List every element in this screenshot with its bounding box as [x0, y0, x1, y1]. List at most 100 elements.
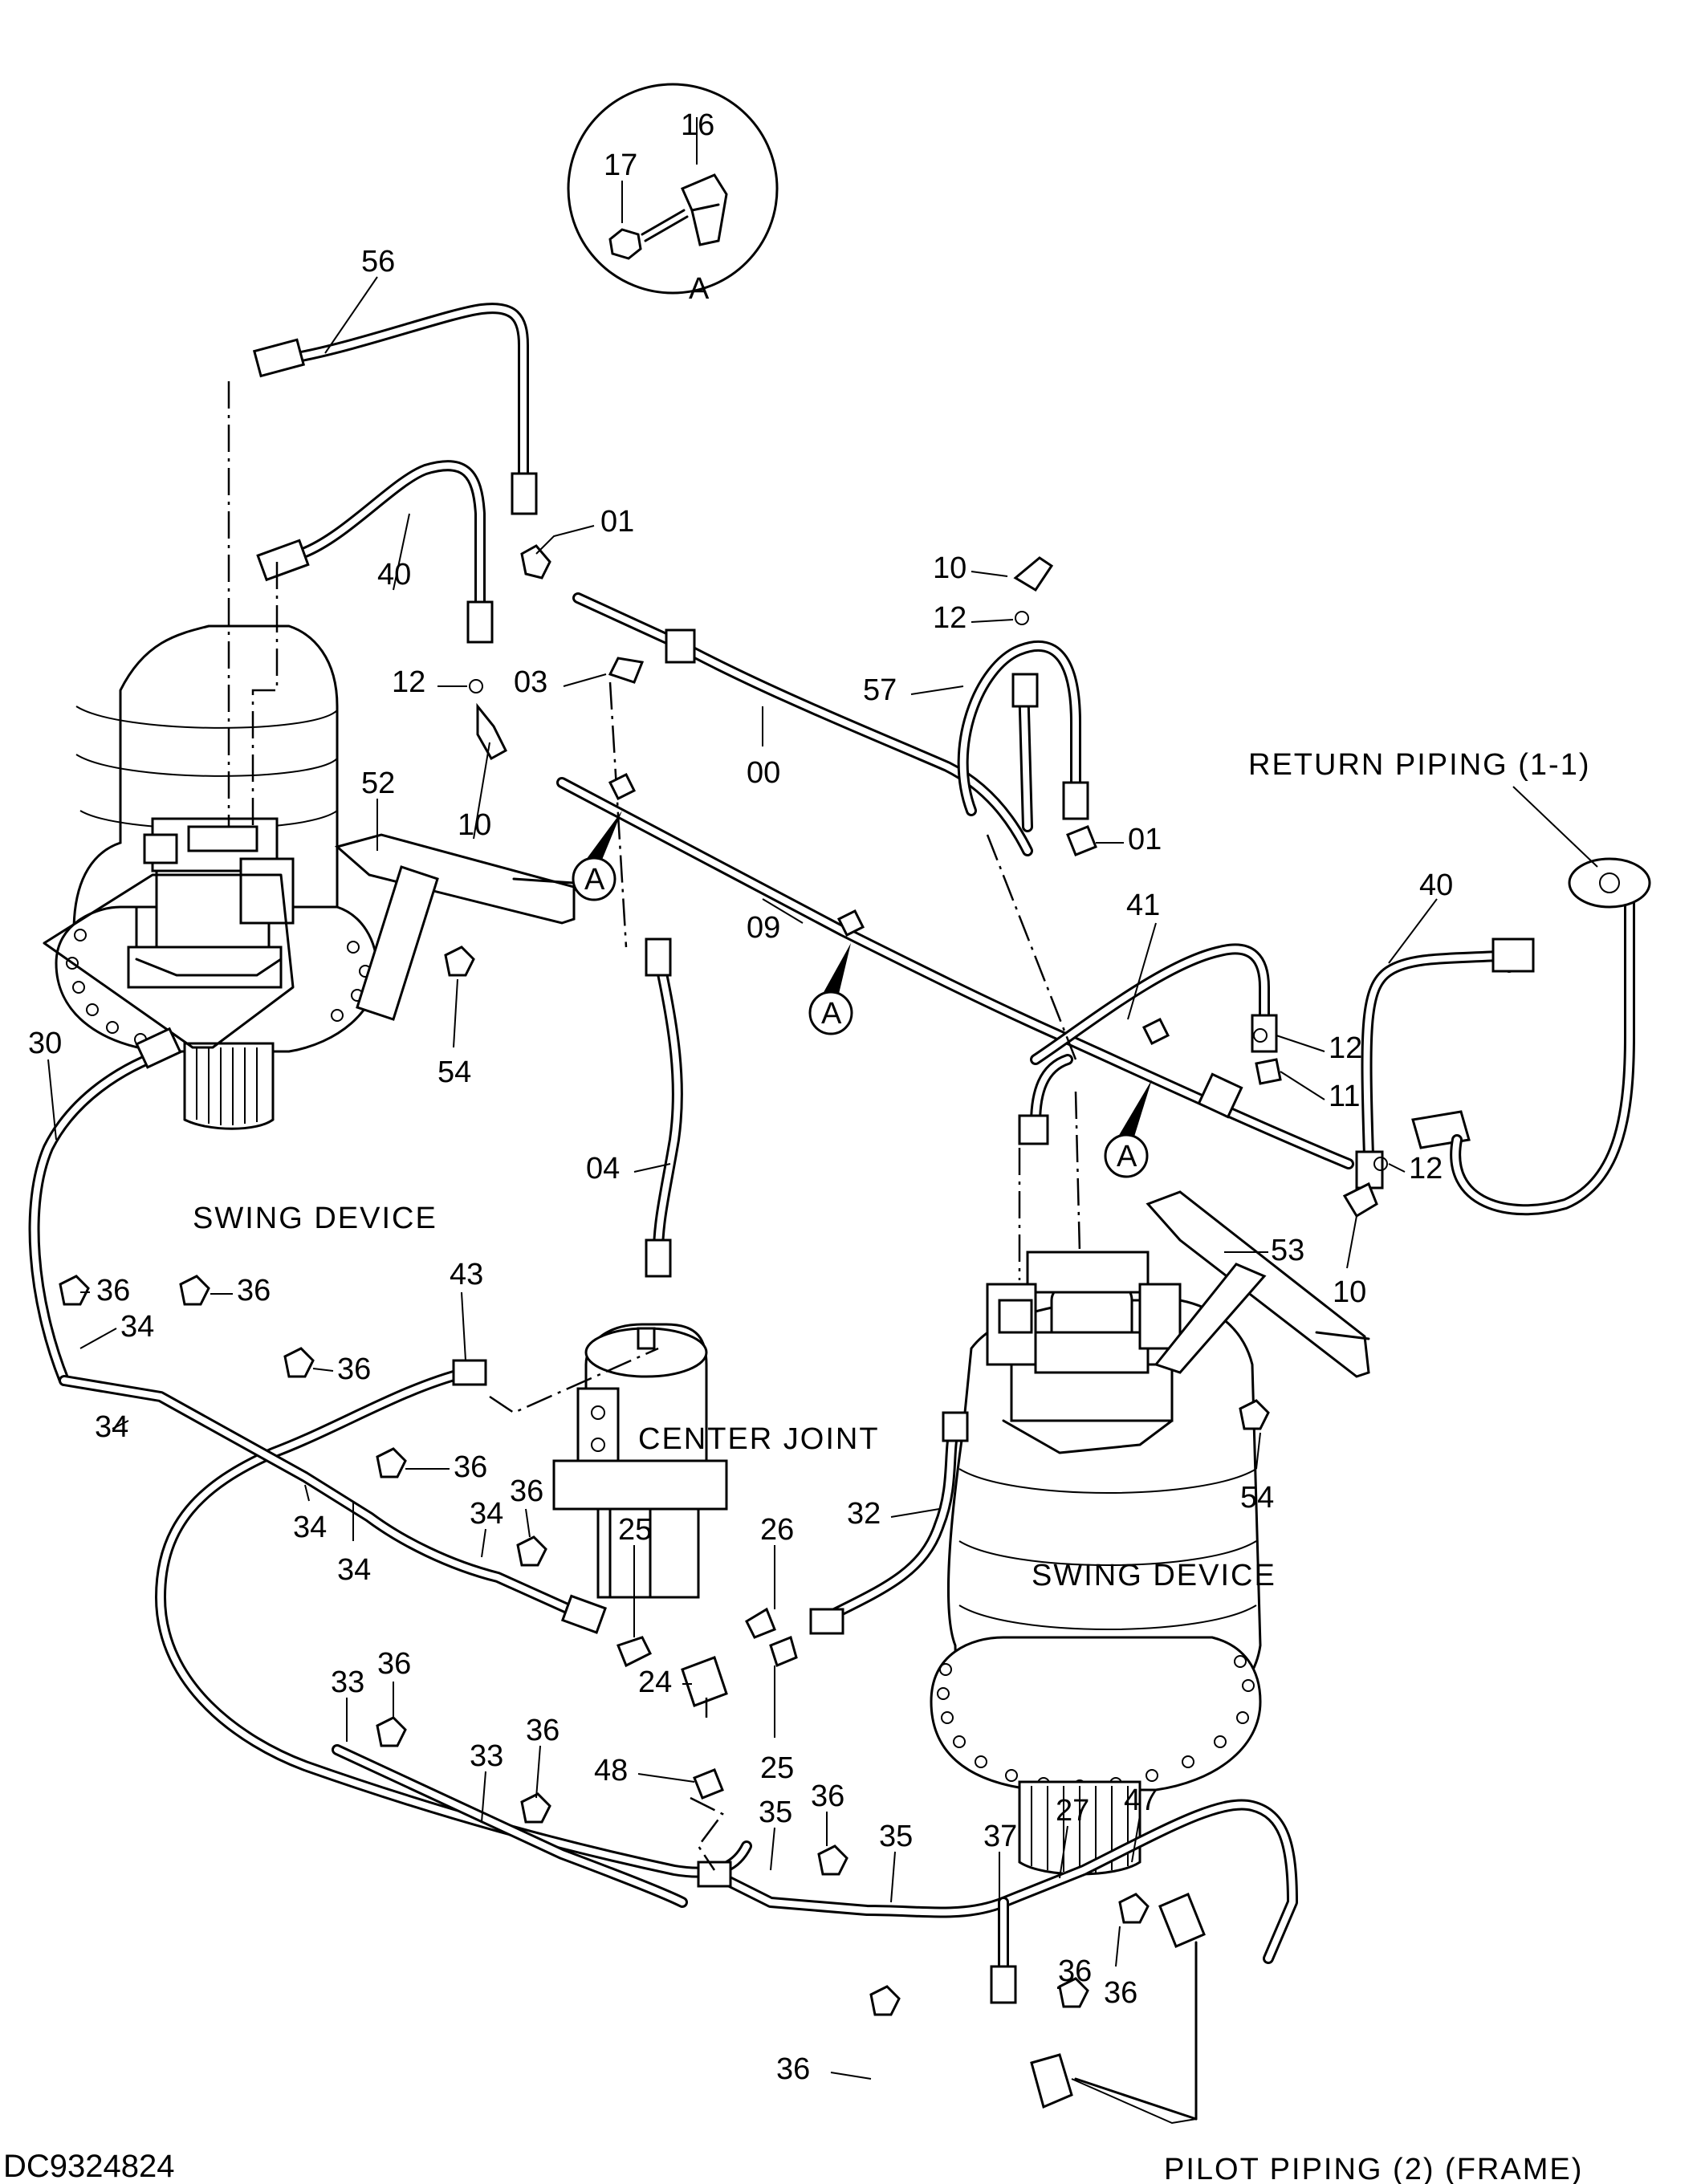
leader-line — [1059, 1825, 1068, 1879]
part-label: 36 — [1104, 1976, 1137, 2010]
detail-a-inset — [567, 83, 779, 295]
return-piping-leader — [1512, 786, 1598, 868]
part-label: 48 — [594, 1754, 628, 1787]
part-label: 36 — [237, 1274, 271, 1308]
caption-swing-device-right: SWING DEVICE — [1032, 1559, 1276, 1592]
leader-line — [1280, 1071, 1325, 1100]
leader-line — [481, 1528, 486, 1558]
leader-line — [473, 742, 490, 840]
part-label: 25 — [760, 1751, 794, 1785]
hose-57 — [957, 640, 1089, 832]
part-label: 54 — [437, 1055, 471, 1089]
part-label: 41 — [1126, 889, 1160, 922]
part-label: 43 — [450, 1258, 483, 1291]
leader-line — [910, 685, 964, 695]
part-label: 12 — [933, 601, 966, 635]
leader-line — [1115, 1926, 1121, 1967]
part-label: 34 — [337, 1553, 371, 1587]
block-24 — [681, 1656, 728, 1707]
part-label: 00 — [747, 756, 780, 790]
part-label: 16 — [681, 108, 714, 142]
hose-32 — [809, 1411, 969, 1635]
part-label: 01 — [600, 505, 634, 539]
pipe-35-47 — [697, 1799, 1298, 2004]
leader-line — [1131, 1815, 1141, 1863]
part-label: 12 — [392, 665, 425, 699]
part-label: 17 — [604, 148, 637, 182]
part-label: 11 — [1329, 1080, 1360, 1113]
leader-line — [1276, 1035, 1325, 1052]
part-label: 52 — [361, 767, 395, 800]
part-label: 57 — [863, 673, 897, 707]
swing-device-left — [43, 624, 379, 1130]
part-label: 27 — [1056, 1794, 1089, 1828]
leader-line — [461, 1291, 466, 1361]
part-label: 36 — [337, 1352, 371, 1386]
part-label: 33 — [470, 1739, 503, 1773]
leader-line — [535, 525, 595, 555]
part-label: 40 — [377, 558, 411, 592]
pipe-34 — [59, 1375, 608, 1634]
part-label: 34 — [470, 1497, 503, 1531]
connection-lines — [227, 381, 1081, 1871]
bracket-52 — [334, 833, 576, 1021]
leader-line — [1127, 922, 1157, 1020]
leader-line — [324, 276, 378, 354]
leader-line — [762, 898, 804, 924]
caption-detail-view: A — [689, 272, 710, 306]
hose-04 — [645, 937, 683, 1278]
swing-device-right — [930, 1251, 1262, 1876]
part-label: 24 — [638, 1665, 672, 1699]
caption-swing-device-left: SWING DEVICE — [193, 1202, 437, 1235]
pipe-09 — [556, 777, 1354, 1169]
part-label: 35 — [879, 1820, 913, 1853]
svg-text:A: A — [584, 863, 605, 897]
leader-line — [1388, 1163, 1406, 1173]
detail-a-balloon: A — [808, 943, 853, 1035]
hose-30 — [28, 1027, 182, 1386]
caption-center-joint: CENTER JOINT — [638, 1422, 880, 1456]
part-label: 01 — [1128, 823, 1162, 856]
leader-line — [830, 2072, 872, 2080]
pilot-valve-blocks — [1030, 1893, 1206, 2121]
svg-text:A: A — [821, 997, 842, 1031]
drawing-code: DC9324824 — [3, 2149, 175, 2184]
fittings — [59, 544, 1388, 2016]
pipe-33 — [332, 1744, 688, 1908]
leader-line — [47, 1059, 57, 1141]
leader-line — [637, 1773, 695, 1783]
part-label: 36 — [526, 1714, 560, 1747]
leader-line — [971, 619, 1014, 623]
part-label: 12 — [1409, 1152, 1443, 1186]
part-label: 54 — [1240, 1481, 1274, 1515]
leader-lines — [47, 140, 1438, 2080]
leader-line — [525, 1508, 531, 1538]
leader-line — [304, 1484, 310, 1502]
part-label: 36 — [776, 2052, 810, 2086]
hose-43 — [155, 1359, 752, 1878]
leader-line — [312, 1368, 334, 1372]
part-label: 10 — [933, 551, 966, 585]
part-label: 34 — [293, 1511, 327, 1544]
leader-line — [393, 513, 410, 591]
leader-line — [1255, 1432, 1261, 1470]
detail-a-balloon: A — [572, 811, 622, 901]
part-label: 25 — [618, 1513, 652, 1547]
part-label: 36 — [510, 1474, 543, 1508]
part-label: 36 — [1058, 1954, 1092, 1988]
leader-line — [535, 1745, 541, 1799]
part-label: 03 — [514, 665, 547, 699]
part-label: 10 — [458, 808, 491, 842]
part-label: 40 — [1419, 868, 1453, 902]
detail-balloons: AAA — [572, 811, 1152, 1178]
part-label: 36 — [377, 1647, 411, 1681]
caption-pilot-piping: PILOT PIPING (2) (FRAME) — [1164, 2153, 1583, 2184]
part-label: 36 — [811, 1779, 844, 1813]
leader-line — [112, 1420, 129, 1430]
leader-line — [890, 1851, 896, 1903]
hose-41 — [1018, 943, 1278, 1145]
part-label: 10 — [1333, 1275, 1366, 1309]
